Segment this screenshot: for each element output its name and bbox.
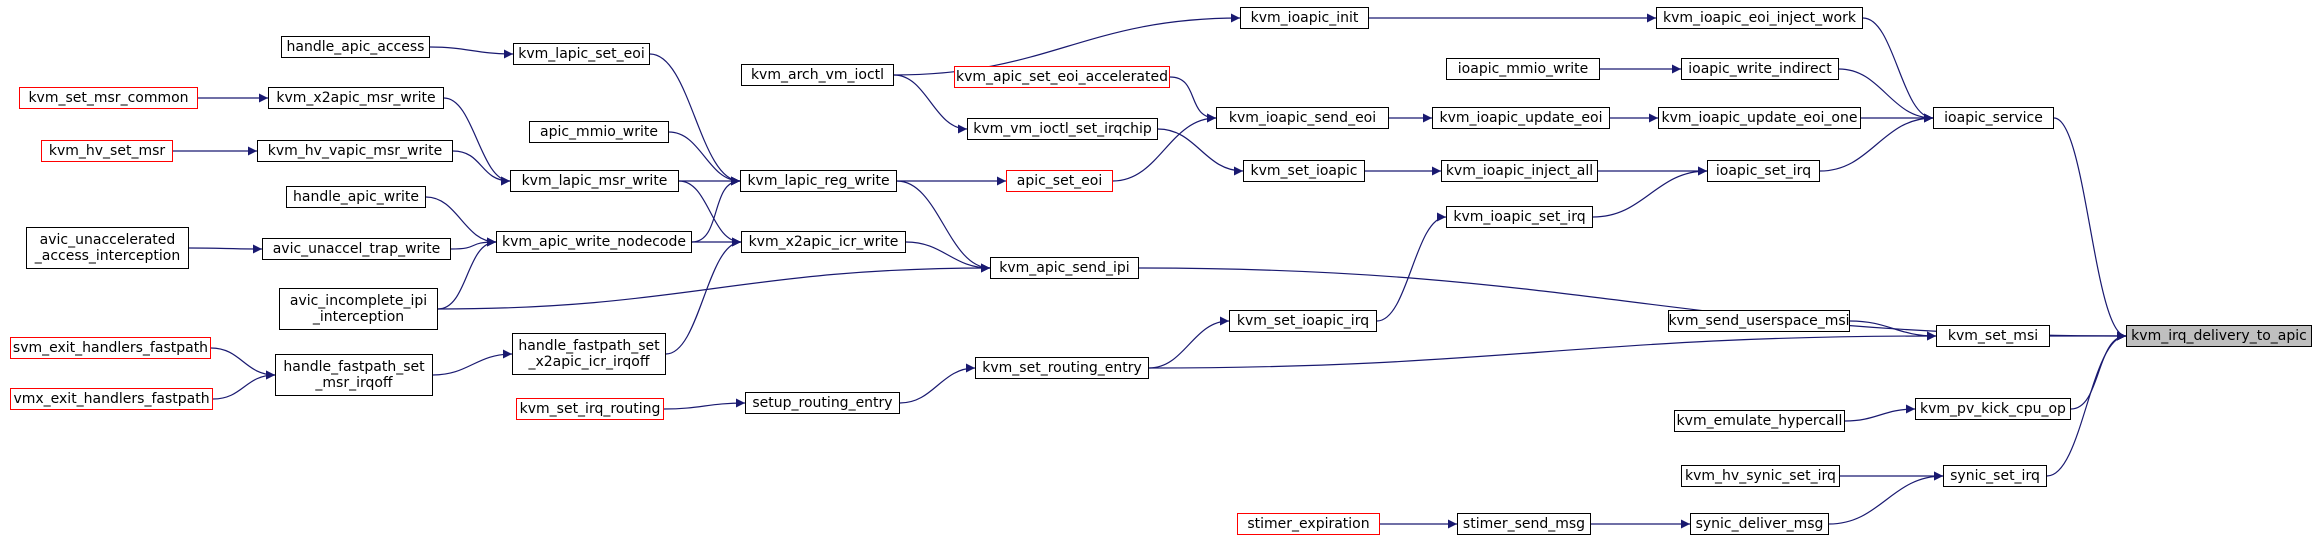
node-kvm-hv-set-msr[interactable]: kvm_hv_set_msr <box>41 140 173 162</box>
node-handle-apic-access[interactable]: handle_apic_access <box>281 36 430 58</box>
node-kvm-ioapic-init[interactable]: kvm_ioapic_init <box>1240 7 1369 29</box>
node-synic-deliver-msg[interactable]: synic_deliver_msg <box>1690 513 1829 535</box>
node-avic-unaccelerated-access-interception[interactable]: avic_unaccelerated _access_interception <box>26 227 189 269</box>
node-kvm-apic-set-eoi-accelerated[interactable]: kvm_apic_set_eoi_accelerated <box>954 66 1170 88</box>
edge-kvm-set-routing-entry-to-kvm-set-ioapic-irq <box>1148 316 1230 369</box>
node-kvm-ioapic-send-eoi[interactable]: kvm_ioapic_send_eoi <box>1216 107 1389 129</box>
node-kvm-x2apic-icr-write[interactable]: kvm_x2apic_icr_write <box>741 231 906 253</box>
node-ioapic-mmio-write[interactable]: ioapic_mmio_write <box>1446 58 1600 80</box>
edge-handle-fastpath-set-msr-irqoff-to-handle-fastpath-set-x2apic-icr-irqoff <box>432 349 513 376</box>
edge-avic-unaccelerated-access-interception-to-avic-unaccel-trap-write <box>188 244 263 254</box>
edge-vmx-exit-handlers-fastpath-to-handle-fastpath-set-msr-irqoff <box>212 370 276 400</box>
edge-setup-routing-entry-to-kvm-set-routing-entry <box>899 363 976 404</box>
node-kvm-arch-vm-ioctl[interactable]: kvm_arch_vm_ioctl <box>741 64 894 86</box>
edge-kvm-lapic-reg-write-to-kvm-apic-send-ipi <box>896 180 991 273</box>
node-setup-routing-entry[interactable]: setup_routing_entry <box>745 392 900 414</box>
node-kvm-set-ioapic-irq[interactable]: kvm_set_ioapic_irq <box>1229 310 1377 332</box>
edge-avic-incomplete-ipi-interception-to-kvm-apic-write-nodecode <box>437 237 497 310</box>
edge-synic-deliver-msg-to-synic-set-irq <box>1828 471 1944 525</box>
edge-kvm-apic-write-nodecode-to-kvm-lapic-reg-write <box>691 176 741 243</box>
node-vmx-exit-handlers-fastpath[interactable]: vmx_exit_handlers_fastpath <box>10 388 213 410</box>
edge-handle-apic-access-to-kvm-lapic-set-eoi <box>429 46 514 59</box>
edge-kvm-hv-vapic-msr-write-to-kvm-lapic-msr-write <box>452 150 511 186</box>
edge-kvm-send-userspace-msi-to-kvm-set-msi <box>1849 320 1937 341</box>
node-kvm-apic-send-ipi[interactable]: kvm_apic_send_ipi <box>990 257 1139 279</box>
node-kvm-vm-ioctl-set-irqchip[interactable]: kvm_vm_ioctl_set_irqchip <box>967 118 1158 140</box>
edge-ioapic-write-indirect-to-ioapic-service <box>1838 68 1934 123</box>
call-edges <box>173 13 2127 529</box>
node-handle-fastpath-set-msr-irqoff[interactable]: handle_fastpath_set _msr_irqoff <box>275 354 433 396</box>
node-kvm-set-routing-entry[interactable]: kvm_set_routing_entry <box>975 357 1149 379</box>
node-kvm-x2apic-msr-write[interactable]: kvm_x2apic_msr_write <box>268 87 444 109</box>
edge-handle-fastpath-set-x2apic-icr-irqoff-to-kvm-x2apic-icr-write <box>665 237 742 355</box>
node-kvm-ioapic-update-eoi-one[interactable]: kvm_ioapic_update_eoi_one <box>1658 107 1861 129</box>
edge-kvm-set-routing-entry-to-kvm-set-msi <box>1148 331 1937 369</box>
node-kvm-ioapic-set-irq[interactable]: kvm_ioapic_set_irq <box>1446 206 1593 228</box>
edge-kvm-arch-vm-ioctl-to-kvm-vm-ioctl-set-irqchip <box>893 74 968 134</box>
edge-ioapic-service-to-kvm-irq-delivery-to-apic <box>2053 117 2127 341</box>
node-ioapic-service[interactable]: ioapic_service <box>1933 107 2054 129</box>
node-kvm-set-irq-routing[interactable]: kvm_set_irq_routing <box>516 398 664 420</box>
edge-kvm-x2apic-icr-write-to-kvm-apic-send-ipi <box>905 241 991 273</box>
node-kvm-set-msi[interactable]: kvm_set_msi <box>1936 325 2050 347</box>
node-kvm-lapic-reg-write[interactable]: kvm_lapic_reg_write <box>740 170 897 192</box>
edge-kvm-apic-set-eoi-accelerated-to-kvm-ioapic-send-eoi <box>1169 76 1217 123</box>
edge-kvm-ioapic-set-irq-to-ioapic-set-irq <box>1592 166 1708 218</box>
node-kvm-set-msr-common[interactable]: kvm_set_msr_common <box>19 87 198 109</box>
edge-apic-mmio-write-to-kvm-lapic-reg-write <box>668 131 741 186</box>
node-apic-set-eoi[interactable]: apic_set_eoi <box>1006 170 1113 192</box>
node-handle-apic-write[interactable]: handle_apic_write <box>286 186 426 208</box>
edge-handle-apic-write-to-kvm-apic-write-nodecode <box>425 196 497 247</box>
node-kvm-emulate-hypercall[interactable]: kvm_emulate_hypercall <box>1674 410 1845 432</box>
node-avic-incomplete-ipi-interception[interactable]: avic_incomplete_ipi _interception <box>279 288 438 330</box>
edge-kvm-emulate-hypercall-to-kvm-pv-kick-cpu-op <box>1844 404 1916 422</box>
edge-kvm-pv-kick-cpu-op-to-kvm-irq-delivery-to-apic <box>2070 331 2127 410</box>
edge-kvm-ioapic-eoi-inject-work-to-ioapic-service <box>1862 17 1934 123</box>
edge-synic-set-irq-to-kvm-irq-delivery-to-apic <box>2046 331 2127 477</box>
node-kvm-ioapic-inject-all[interactable]: kvm_ioapic_inject_all <box>1441 160 1598 182</box>
node-kvm-lapic-msr-write[interactable]: kvm_lapic_msr_write <box>510 170 679 192</box>
node-handle-fastpath-set-x2apic-icr-irqoff[interactable]: handle_fastpath_set _x2apic_icr_irqoff <box>512 333 666 375</box>
node-ioapic-write-indirect[interactable]: ioapic_write_indirect <box>1681 58 1839 80</box>
edge-kvm-set-ioapic-irq-to-kvm-ioapic-set-irq <box>1376 212 1447 322</box>
edge-kvm-arch-vm-ioctl-to-kvm-ioapic-init <box>893 13 1241 76</box>
node-kvm-send-userspace-msi[interactable]: kvm_send_userspace_msi <box>1668 310 1850 332</box>
node-kvm-apic-write-nodecode[interactable]: kvm_apic_write_nodecode <box>496 231 692 253</box>
node-ioapic-set-irq[interactable]: ioapic_set_irq <box>1707 160 1820 182</box>
node-kvm-set-ioapic[interactable]: kvm_set_ioapic <box>1243 160 1365 182</box>
node-kvm-irq-delivery-to-apic: kvm_irq_delivery_to_apic <box>2126 325 2312 347</box>
node-kvm-pv-kick-cpu-op[interactable]: kvm_pv_kick_cpu_op <box>1915 398 2071 420</box>
node-kvm-lapic-set-eoi[interactable]: kvm_lapic_set_eoi <box>513 43 650 65</box>
node-kvm-ioapic-eoi-inject-work[interactable]: kvm_ioapic_eoi_inject_work <box>1656 7 1863 29</box>
edge-kvm-vm-ioctl-set-irqchip-to-kvm-set-ioapic <box>1157 128 1244 176</box>
node-avic-unaccel-trap-write[interactable]: avic_unaccel_trap_write <box>262 238 451 260</box>
node-apic-mmio-write[interactable]: apic_mmio_write <box>529 121 669 143</box>
node-synic-set-irq[interactable]: synic_set_irq <box>1943 465 2047 487</box>
node-kvm-hv-synic-set-irq[interactable]: kvm_hv_synic_set_irq <box>1681 465 1840 487</box>
node-kvm-hv-vapic-msr-write[interactable]: kvm_hv_vapic_msr_write <box>257 140 453 162</box>
edge-kvm-lapic-set-eoi-to-kvm-lapic-reg-write <box>649 53 741 186</box>
edge-svm-exit-handlers-fastpath-to-handle-fastpath-set-msr-irqoff <box>210 347 276 380</box>
edge-kvm-set-irq-routing-to-setup-routing-entry <box>663 398 746 410</box>
edge-avic-incomplete-ipi-interception-to-kvm-apic-send-ipi <box>437 263 991 310</box>
edge-ioapic-set-irq-to-ioapic-service <box>1819 113 1934 172</box>
node-stimer-send-msg[interactable]: stimer_send_msg <box>1457 513 1591 535</box>
node-svm-exit-handlers-fastpath[interactable]: svm_exit_handlers_fastpath <box>10 337 211 359</box>
edge-kvm-x2apic-msr-write-to-kvm-lapic-msr-write <box>443 97 511 186</box>
edge-apic-set-eoi-to-kvm-ioapic-send-eoi <box>1112 113 1217 182</box>
node-kvm-ioapic-update-eoi[interactable]: kvm_ioapic_update_eoi <box>1432 107 1610 129</box>
node-stimer-expiration[interactable]: stimer_expiration <box>1237 513 1380 535</box>
